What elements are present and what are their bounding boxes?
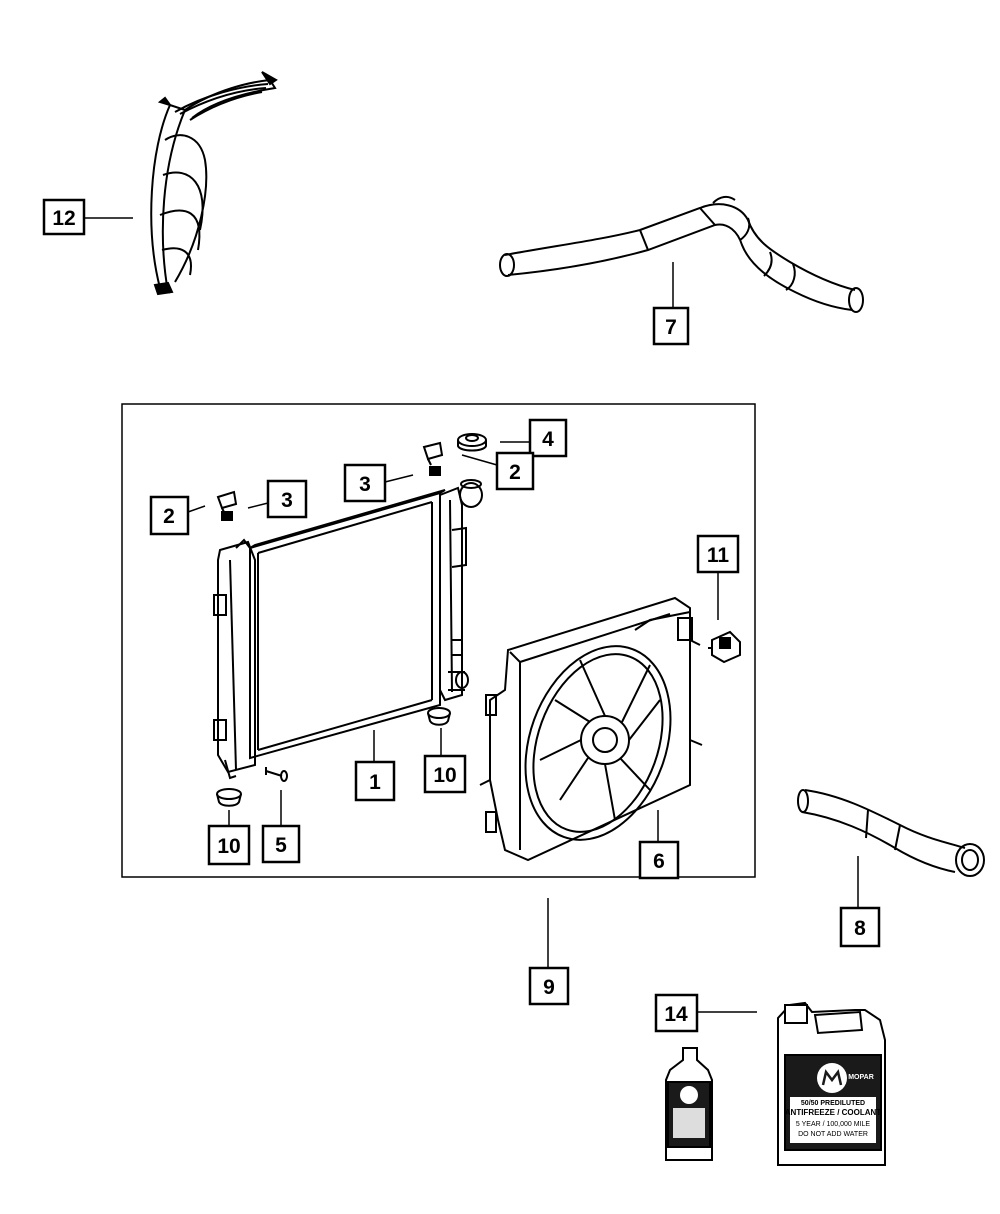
callout-10-upper: 10 <box>423 754 467 794</box>
svg-text:3: 3 <box>281 489 293 512</box>
callout-11: 11 <box>696 534 740 574</box>
part-11-sensor <box>708 630 741 664</box>
part-4-radiator-cap <box>457 433 487 452</box>
callout-3-right: 3 <box>343 463 387 503</box>
svg-text:10: 10 <box>217 835 240 858</box>
callout-12: 12 <box>42 198 86 236</box>
svg-text:1: 1 <box>369 771 381 794</box>
part-14-small-bottle <box>665 1047 713 1161</box>
svg-text:10: 10 <box>433 764 456 787</box>
part-2-upper-bracket-left <box>216 490 238 515</box>
assembly-frame <box>121 403 756 878</box>
part-6-fan-shroud-assembly <box>479 596 703 862</box>
callout-8: 8 <box>839 906 881 948</box>
part-8-lower-radiator-hose <box>797 789 985 877</box>
svg-text:5: 5 <box>275 834 287 857</box>
svg-text:3: 3 <box>359 473 371 496</box>
callout-10-lower: 10 <box>207 824 251 866</box>
svg-text:4: 4 <box>542 428 554 451</box>
callout-5: 5 <box>261 824 301 864</box>
callout-3-left: 3 <box>266 479 308 519</box>
part-12-air-deflector <box>150 71 278 296</box>
svg-text:7: 7 <box>665 316 677 339</box>
callout-2-right: 2 <box>495 451 535 491</box>
part-2-upper-bracket-right <box>422 441 444 466</box>
svg-text:12: 12 <box>52 207 75 230</box>
svg-text:6: 6 <box>653 850 665 873</box>
jug-label-line-3: 5 YEAR / 100,000 MILE <box>796 1121 871 1128</box>
jug-label-line-2: ANTIFREEZE / COOLANT <box>785 1108 882 1117</box>
callout-2-left: 2 <box>149 495 190 536</box>
jug-label-line-1: 50/50 PREDILUTED <box>801 1100 865 1107</box>
jug-brand-text: MOPAR <box>848 1074 874 1081</box>
callout-7: 7 <box>652 306 690 346</box>
part-1-radiator <box>213 479 483 780</box>
part-10-insulator-lower <box>216 788 242 807</box>
part-14-coolant-jug <box>777 1001 886 1166</box>
svg-text:8: 8 <box>854 917 866 940</box>
svg-text:9: 9 <box>543 976 555 999</box>
part-5-bolt <box>265 767 288 782</box>
callout-1: 1 <box>354 760 396 802</box>
svg-text:14: 14 <box>664 1003 688 1026</box>
part-10-insulator-upper <box>427 707 451 726</box>
callout-9: 9 <box>528 966 570 1006</box>
callout-6: 6 <box>638 840 680 880</box>
leader-lines <box>84 217 859 1013</box>
callout-4: 4 <box>528 418 568 458</box>
svg-text:2: 2 <box>163 505 175 528</box>
svg-text:11: 11 <box>707 544 730 567</box>
callout-14: 14 <box>654 993 699 1033</box>
part-3-isolator-left <box>221 511 233 521</box>
part-3-isolator-right <box>429 466 441 476</box>
part-7-upper-radiator-hose <box>499 195 864 313</box>
svg-text:2: 2 <box>509 461 521 484</box>
jug-label-line-4: DO NOT ADD WATER <box>798 1131 868 1138</box>
